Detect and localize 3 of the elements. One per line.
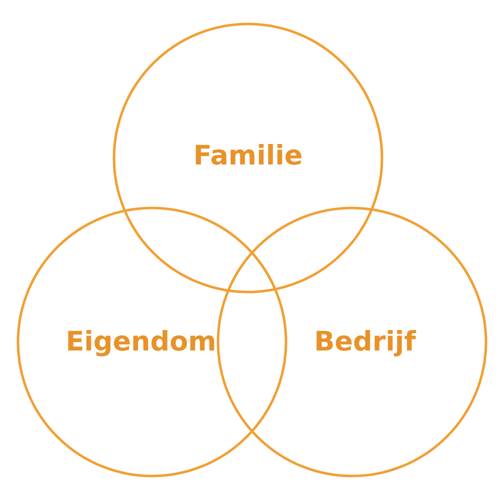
circle-label: Bedrijf [314, 326, 416, 358]
circle-label: Eigendom [66, 326, 216, 358]
circle-label: Familie [193, 140, 303, 172]
